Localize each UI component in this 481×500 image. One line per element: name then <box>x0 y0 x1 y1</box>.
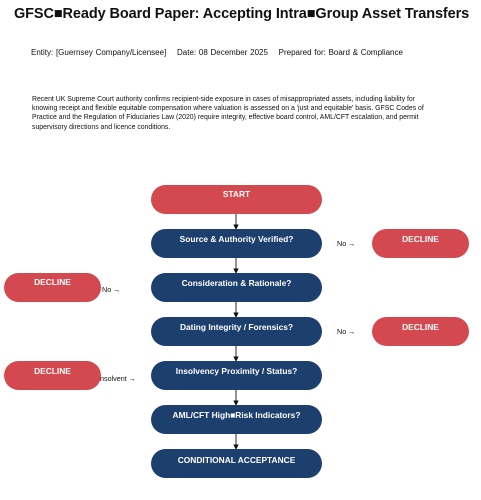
decision-insolvency-proximity-label: Insolvency Proximity / Status? <box>176 366 297 376</box>
meta-prepared-for: Prepared for: Board & Compliance <box>278 48 403 57</box>
document-meta: Entity: [Guernsey Company/Licensee] Date… <box>31 48 411 57</box>
decision-aml-cft-risk-label: AML/CFT High■Risk Indicators? <box>173 410 301 420</box>
decision-dating-integrity-label: Dating Integrity / Forensics? <box>180 322 293 332</box>
page-title: GFSC■Ready Board Paper: Accepting Intra■… <box>14 6 470 22</box>
decline-label-source: DECLINE <box>402 234 439 244</box>
decline-label-consideration: DECLINE <box>34 277 71 287</box>
decline-node-insolvency <box>4 361 101 390</box>
end-node <box>151 449 322 478</box>
decision-dating-integrity <box>151 317 322 346</box>
edge-label-consideration-no: No → <box>102 285 120 294</box>
decision-insolvency-proximity <box>151 361 322 390</box>
edge-label-insolvency: nsolvent → <box>100 374 136 383</box>
decision-source-authority-label: Source & Authority Verified? <box>180 234 294 244</box>
start-node <box>151 185 322 214</box>
start-label: START <box>223 189 251 199</box>
intro-paragraph: Recent UK Supreme Court authority confir… <box>32 96 424 131</box>
edge-label-dating-no: No → <box>337 327 355 336</box>
decline-label-dating: DECLINE <box>402 322 439 332</box>
decision-consideration-rationale-label: Consideration & Rationale? <box>182 278 292 288</box>
decline-label-insolvency: DECLINE <box>34 366 71 376</box>
end-label: CONDITIONAL ACCEPTANCE <box>178 455 296 465</box>
decline-node-dating <box>372 317 469 346</box>
decision-aml-cft-risk <box>151 405 322 434</box>
decline-node-consideration <box>4 273 101 302</box>
edge-label-source-no: No → <box>337 239 355 248</box>
decision-source-authority <box>151 229 322 258</box>
meta-date: Date: 08 December 2025 <box>177 48 268 57</box>
meta-entity: Entity: [Guernsey Company/Licensee] <box>31 48 167 57</box>
decline-node-source <box>372 229 469 258</box>
decision-consideration-rationale <box>151 273 322 302</box>
